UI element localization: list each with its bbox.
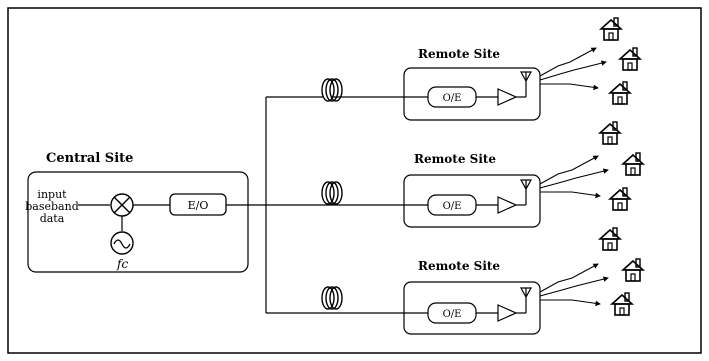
fiber-coil-icon [321, 181, 343, 205]
remote-site-box [403, 174, 541, 228]
house-icon [599, 227, 621, 251]
input-label-line1: input [37, 188, 67, 201]
remote-site-title: Remote Site [418, 259, 500, 273]
antenna-icon [516, 287, 533, 314]
oe-label: O/E [443, 309, 462, 320]
antenna-icon [516, 179, 533, 206]
amplifier-icon [497, 88, 518, 106]
input-label-line2: baseband [25, 200, 78, 213]
remote-site-title: Remote Site [414, 152, 496, 166]
fiber-coil-icon [321, 286, 343, 310]
eo-label: E/O [188, 199, 209, 212]
diagram-border [7, 7, 702, 354]
house-icon [609, 81, 631, 105]
central-site-box [27, 171, 249, 273]
remote-site-box [403, 67, 541, 121]
house-icon [600, 17, 622, 41]
input-label-line3: data [40, 212, 65, 225]
remote-site-box [403, 281, 541, 335]
wireless-signal-arrows [539, 47, 607, 91]
house-icon [619, 47, 641, 71]
oe-label: O/E [443, 201, 462, 212]
oscillator-icon [110, 216, 134, 255]
remote-site-title: Remote Site [418, 47, 500, 61]
mixer-icon [78, 193, 134, 217]
house-icon [609, 187, 631, 211]
house-icon [622, 152, 644, 176]
fc-label: fc [116, 257, 128, 271]
house-icon [611, 292, 633, 316]
house-icon [599, 121, 621, 145]
antenna-icon [516, 71, 533, 98]
central-site-title: Central Site [46, 151, 133, 166]
amplifier-icon [497, 196, 518, 214]
house-icon [622, 258, 644, 282]
wireless-signal-arrows [539, 263, 609, 307]
fiber-coil-icon [321, 78, 343, 102]
oe-label: O/E [443, 93, 462, 104]
amplifier-icon [497, 304, 518, 322]
wireless-signal-arrows [539, 155, 609, 199]
